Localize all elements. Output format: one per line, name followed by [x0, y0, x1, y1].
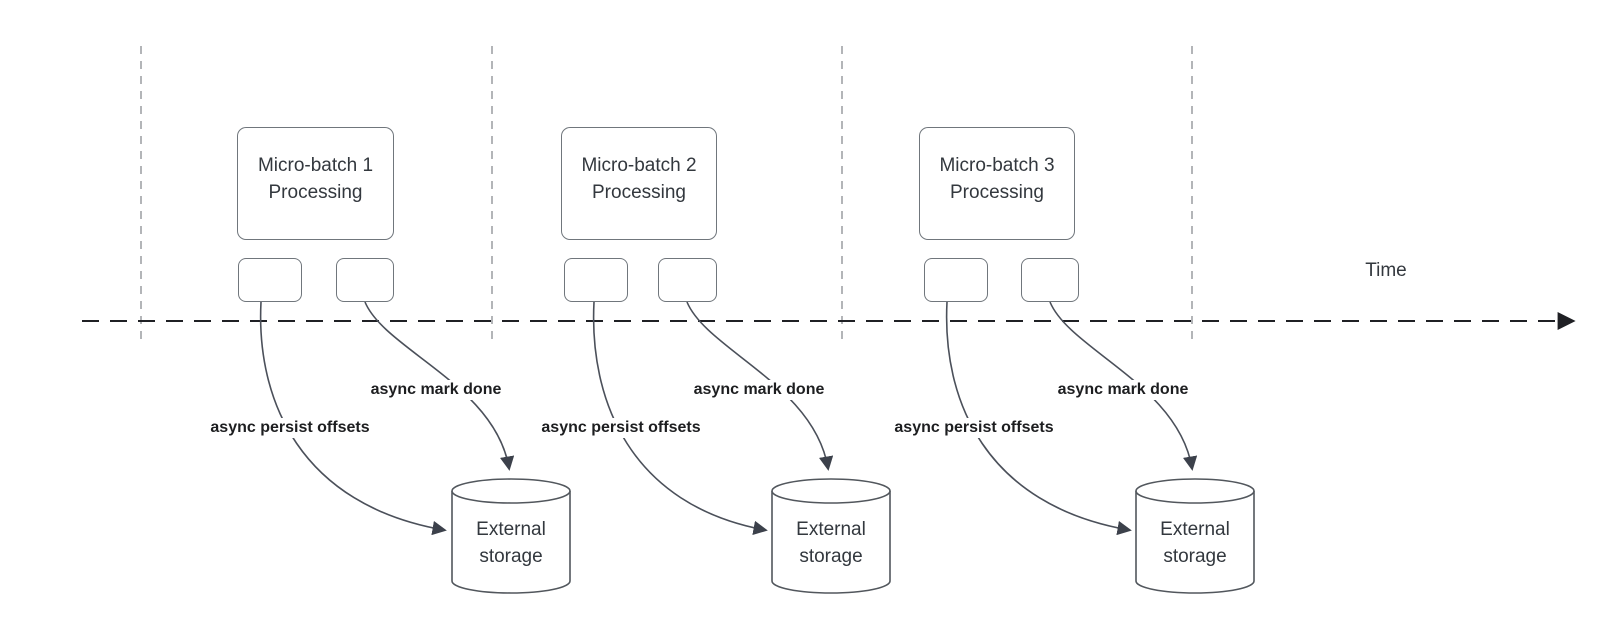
mark-done-label-3: async mark done [1054, 380, 1192, 400]
processing-box-1-label-line2: Processing [268, 181, 363, 203]
mark-done-arrow-3 [1049, 301, 1198, 471]
external-storage-cylinder-1 [451, 478, 571, 594]
persist-offsets-label-2: async persist offsets [538, 418, 704, 438]
mark-done-label-1: async mark done [367, 380, 505, 400]
processing-box-1-label-line1: Micro-batch 1 [257, 154, 374, 176]
storage-label-3-line2: storage [1163, 546, 1227, 567]
mark-done-label-2: async mark done [690, 380, 828, 400]
processing-box-3-label-line1: Micro-batch 3 [939, 154, 1055, 176]
external-storage-cylinder-2 [771, 478, 891, 594]
processing-box-2-label-line1: Micro-batch 2 [581, 154, 697, 176]
cylinder-top-2 [771, 478, 891, 504]
mark-done-arrow-2 [686, 301, 834, 471]
cylinder-top-1 [451, 478, 571, 504]
task-box-1-left [238, 258, 302, 302]
storage-label-1-line2: storage [479, 546, 543, 567]
storage-label-3-line1: External [1160, 519, 1230, 540]
task-box-3-right [1021, 258, 1079, 302]
task-box-1-right [336, 258, 394, 302]
task-box-2-left [564, 258, 628, 302]
persist-offsets-arrow-2 [592, 301, 768, 535]
cylinder-body-2 [771, 491, 891, 594]
processing-box-3-label-line2: Processing [950, 181, 1044, 203]
task-box-3-left [924, 258, 988, 302]
storage-label-3: External storage [1136, 516, 1254, 570]
storage-label-2-line1: External [796, 519, 866, 540]
persist-offsets-arrow-3 [945, 301, 1132, 536]
storage-label-1: External storage [452, 516, 570, 570]
cylinder-top-3 [1135, 478, 1255, 504]
mark-done-arrow-1 [364, 301, 515, 471]
processing-box-2-label-line2: Processing [592, 181, 686, 203]
task-box-2-right [658, 258, 717, 302]
cylinder-body-3 [1135, 491, 1255, 594]
micro-batch-3-processing-box: Micro-batch 3 Processing [919, 127, 1075, 240]
time-label: Time [1365, 260, 1407, 281]
micro-batch-1-processing-box: Micro-batch 1 Processing [237, 127, 394, 240]
persist-offsets-arrow-1 [259, 301, 447, 536]
storage-label-2-line2: storage [799, 546, 863, 567]
storage-label-2: External storage [772, 516, 890, 570]
external-storage-cylinder-3 [1135, 478, 1255, 594]
persist-offsets-label-1: async persist offsets [207, 418, 373, 438]
cylinder-body-1 [451, 491, 571, 594]
micro-batch-2-processing-box: Micro-batch 2 Processing [561, 127, 717, 240]
storage-label-1-line1: External [476, 519, 546, 540]
persist-offsets-label-3: async persist offsets [891, 418, 1057, 438]
